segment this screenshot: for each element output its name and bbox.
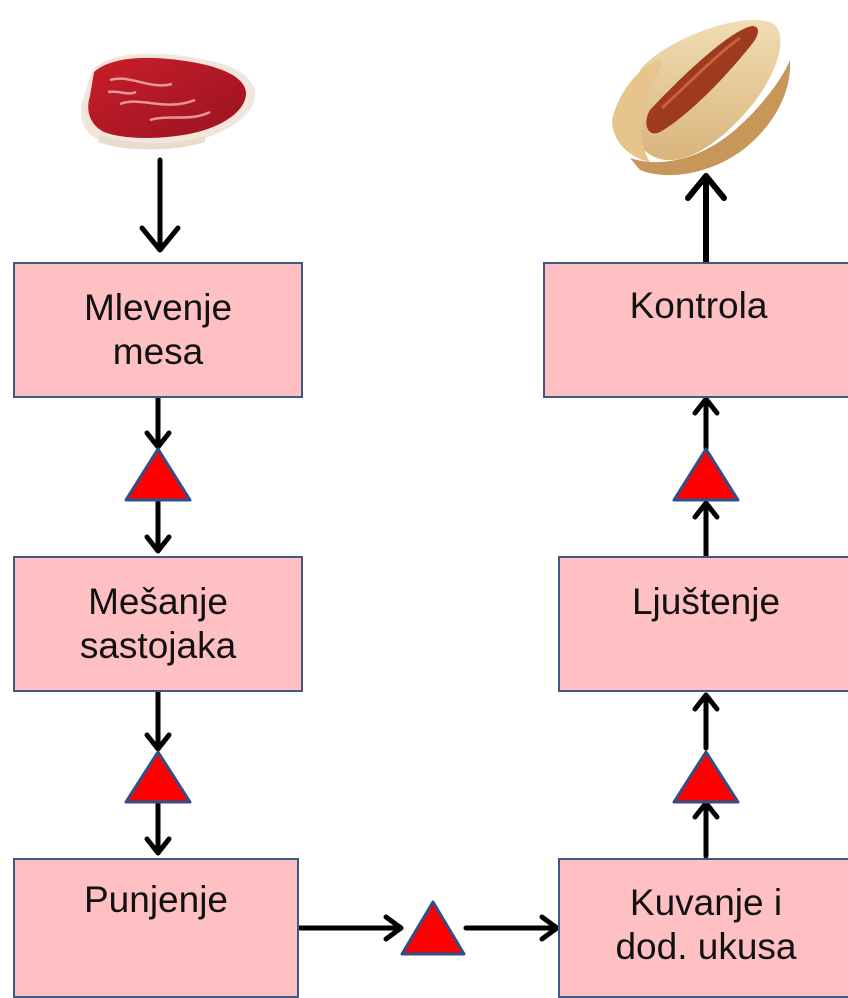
connector-grinding-to-check1: [147, 398, 169, 447]
connector-check4-to-peeling: [695, 695, 717, 748]
control-point-triangle: [126, 752, 190, 802]
control-point-triangle: [402, 902, 464, 954]
step-cooking: Kuvanje i dod. ukusa: [558, 858, 848, 998]
step-filling: Punjenje: [13, 858, 299, 998]
hot-dog-icon: [612, 20, 790, 175]
connector-mixing-to-check2: [147, 692, 169, 749]
connector-filling-to-check3: [300, 917, 401, 939]
step-cooking-line2: dod. ukusa: [615, 925, 796, 969]
step-peeling: Ljuštenje: [558, 556, 848, 692]
connector-check5-to-control: [695, 399, 717, 448]
control-point-triangle: [126, 449, 190, 500]
steak-icon: [81, 54, 255, 150]
step-cooking-line1: Kuvanje i: [630, 881, 782, 925]
step-mixing: Mešanje sastojaka: [13, 556, 303, 692]
connector-check1-to-mixing: [147, 502, 169, 551]
step-grinding-line1: Mlevenje: [84, 286, 232, 330]
step-mixing-line1: Mešanje: [88, 580, 228, 624]
step-peeling-line1: Ljuštenje: [632, 580, 780, 624]
step-control-line1: Kontrola: [630, 284, 768, 328]
connector-cooking-to-check4: [695, 803, 717, 856]
connector-check2-to-filling: [147, 804, 169, 853]
step-mixing-line2: sastojaka: [80, 624, 236, 668]
step-grinding-line2: mesa: [113, 330, 203, 374]
connector-check3-to-cooking: [466, 917, 557, 939]
control-point-triangle: [674, 752, 738, 802]
control-point-triangle: [674, 449, 738, 500]
step-control: Kontrola: [543, 262, 848, 398]
step-filling-line1: Punjenje: [84, 878, 228, 922]
step-grinding: Mlevenje mesa: [13, 262, 303, 398]
connector-peeling-to-check5: [695, 503, 717, 556]
connector-steak-to-grinding: [142, 160, 178, 250]
connector-control-to-hotdog: [688, 176, 724, 262]
